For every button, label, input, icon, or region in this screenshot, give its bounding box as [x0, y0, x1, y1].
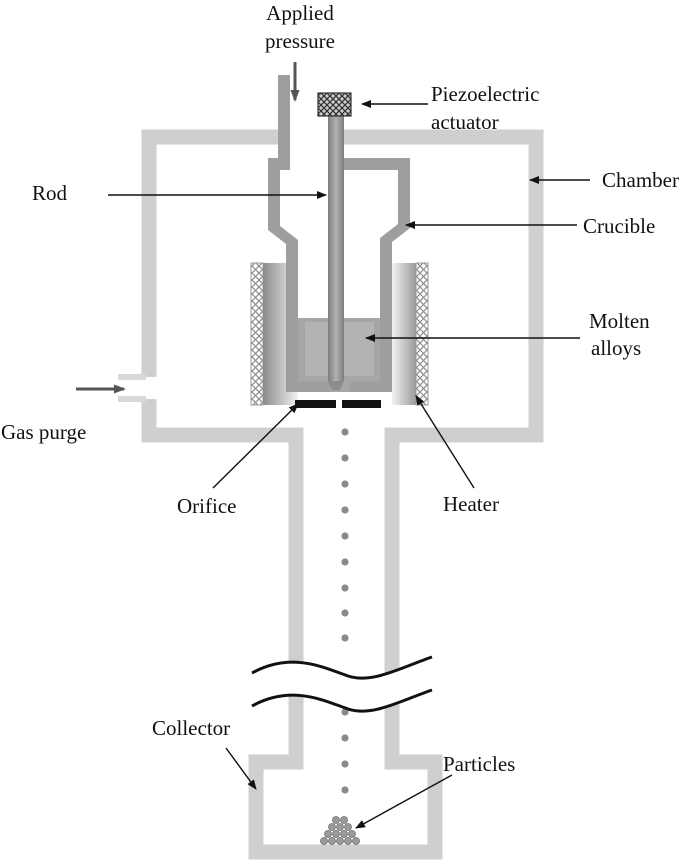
chamber-wall	[141, 129, 544, 860]
break-line-top	[251, 655, 433, 680]
label-collector: Collector	[152, 716, 231, 740]
heater-right-hatch	[415, 262, 429, 406]
label-actuator: actuator	[431, 110, 499, 134]
collector-leader	[225, 747, 257, 790]
orifice-leader	[212, 403, 299, 489]
particles-leader	[355, 774, 453, 829]
orifice-plate-right	[342, 400, 381, 408]
rod-tip	[328, 381, 344, 390]
crucible-right-wall	[338, 158, 410, 392]
gas-inlet-tube-bottom	[118, 396, 146, 402]
gas-inlet-gap	[140, 377, 158, 399]
crucible-left-wall	[268, 75, 330, 392]
label-molten: Molten	[589, 309, 650, 333]
label-gas-purge: Gas purge	[1, 420, 87, 444]
top-opening	[278, 128, 338, 146]
break-mask	[250, 656, 432, 713]
label-alloys: alloys	[591, 336, 642, 360]
label-particles: Particles	[443, 752, 516, 776]
heater-left-hatch	[250, 262, 264, 406]
heater-leader	[415, 395, 475, 489]
label-orifice: Orifice	[177, 494, 237, 518]
label-applied-pressure-line2: pressure	[265, 29, 335, 53]
label-piezoelectric: Piezoelectric	[431, 82, 540, 106]
orifice-plate-left	[295, 400, 336, 408]
label-heater: Heater	[443, 492, 499, 516]
piezo-actuator	[317, 92, 352, 117]
label-crucible: Crucible	[583, 214, 656, 238]
heater-right-block	[392, 263, 420, 405]
gas-inlet-tube-top	[118, 374, 146, 380]
label-applied-pressure-line1: Applied	[266, 1, 334, 25]
droplet-stream	[341, 428, 349, 794]
rod	[328, 113, 344, 381]
label-rod: Rod	[32, 181, 68, 205]
label-chamber: Chamber	[602, 168, 679, 192]
particles-pile	[320, 816, 360, 845]
break-line-bottom	[251, 688, 433, 713]
